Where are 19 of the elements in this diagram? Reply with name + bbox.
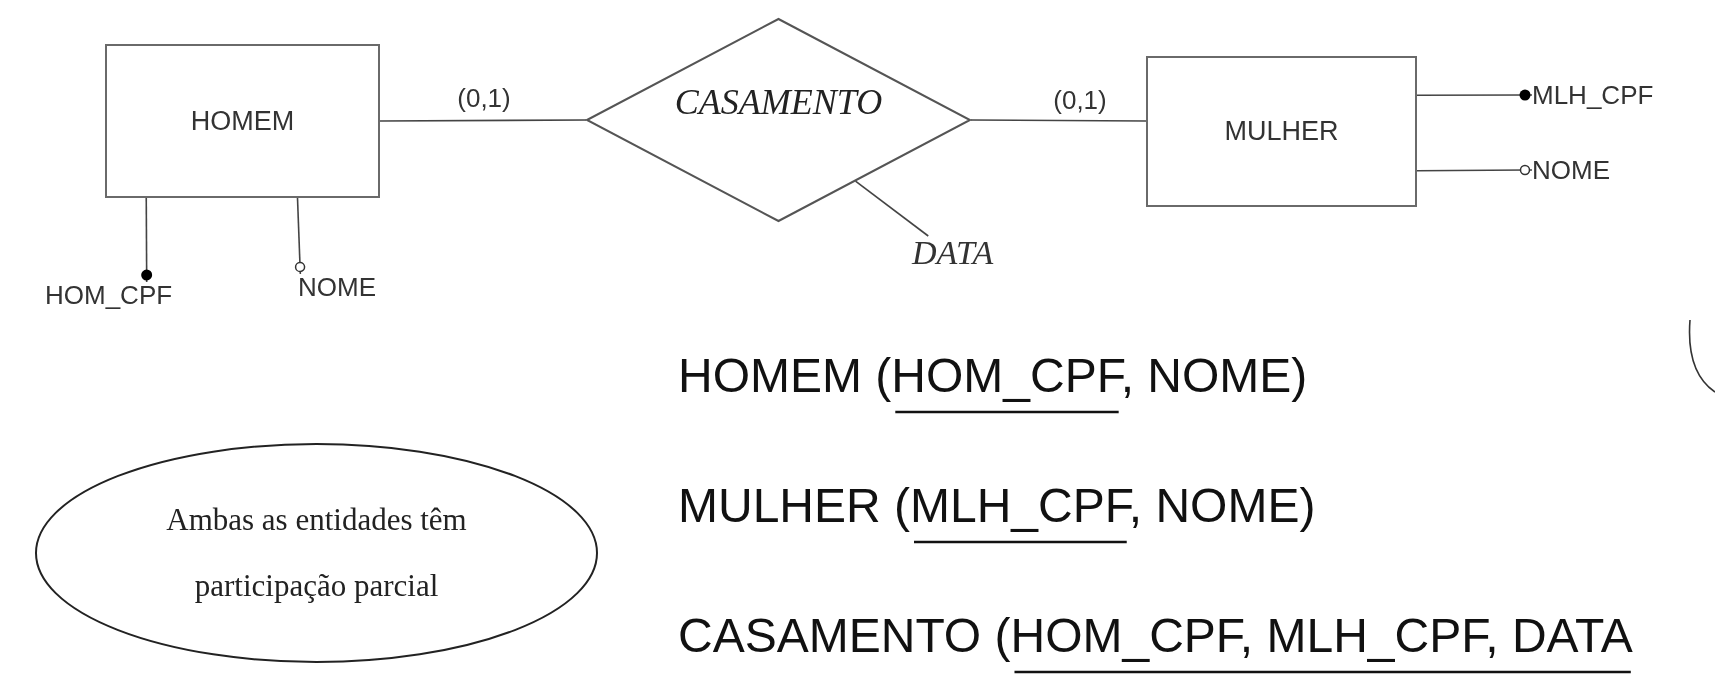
attribute-label: NOME bbox=[1532, 157, 1610, 183]
attribute-label: MLH_CPF bbox=[1532, 82, 1654, 108]
attribute-label: HOM_CPF bbox=[45, 282, 173, 308]
entity-box: HOMEM bbox=[105, 44, 380, 198]
relation-schema-text: CASAMENTO (HOM_CPF, MLH_CPF, DATA bbox=[678, 612, 1633, 660]
relation-schema-text: MULHER (MLH_CPF, NOME) bbox=[678, 482, 1316, 530]
relation-schema-text: HOMEM (HOM_CPF, NOME) bbox=[678, 352, 1308, 400]
note-ellipse: Ambas as entidades têm participação parcial bbox=[35, 443, 598, 663]
connector-line bbox=[1416, 164, 1533, 176]
connector-line bbox=[379, 119, 587, 122]
attribute-label: DATA bbox=[912, 236, 994, 270]
relationship-diamond: CASAMENTO bbox=[586, 18, 971, 222]
attribute-label: NOME bbox=[298, 274, 376, 300]
connector-line bbox=[970, 119, 1147, 122]
connector-line bbox=[854, 180, 930, 237]
connector-line bbox=[294, 197, 306, 275]
entity-box: MULHER bbox=[1146, 56, 1417, 207]
connector-line bbox=[141, 197, 153, 283]
connector-line bbox=[1416, 89, 1533, 101]
